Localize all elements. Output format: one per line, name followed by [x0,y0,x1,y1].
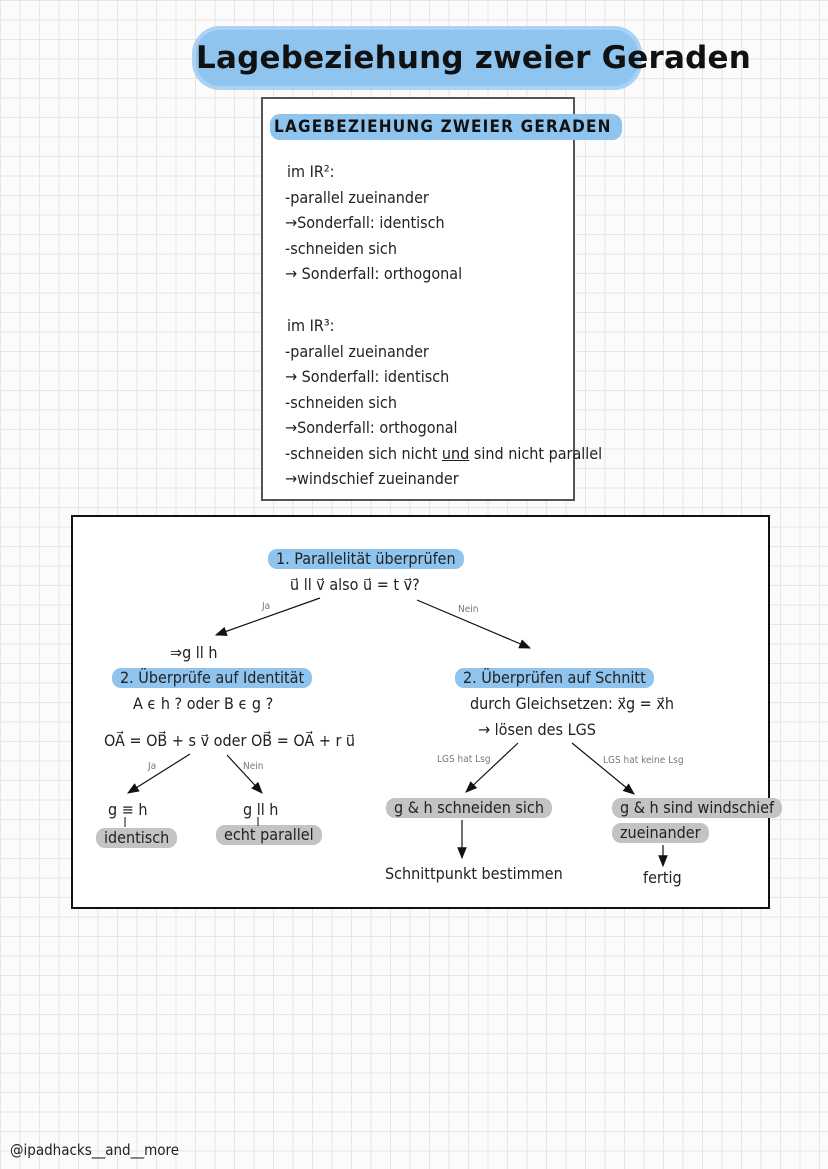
r3-line-3: -schneiden sich [285,393,397,412]
step1-title: 1. Parallelität überprüfen [268,549,464,569]
r3-line-5a: -schneiden sich nicht [285,444,442,463]
ja-label: Ja [262,601,271,612]
summary-box [261,97,575,501]
r3-line-2: → Sonderfall: identisch [285,367,450,386]
right-cond: durch Gleichsetzen: x⃗g = x⃗h [470,694,674,713]
footer-handle: @ipadhacks__and__more [10,1141,180,1159]
r3-line-4: →Sonderfall: orthogonal [285,418,458,437]
branch-lsg: LGS hat Lsg [437,754,491,765]
r3-line-6: →windschief zueinander [285,469,459,488]
r3-line-5: -schneiden sich nicht und sind nicht par… [285,444,602,464]
branch-keine-lsg: LGS hat keine Lsg [603,755,684,766]
r3-label: im IR³: [287,316,335,335]
right-res2-next: fertig [643,868,682,887]
r2-line-3: -schneiden sich [285,239,397,258]
r3-line-1: -parallel zueinander [285,342,429,361]
r2-label: im IR²: [287,162,335,181]
nein-label: Nein [458,604,479,615]
right-title: 2. Überprüfen auf Schnitt [455,668,654,688]
right-res1: g & h schneiden sich [386,798,552,818]
r2-line-2: →Sonderfall: identisch [285,213,445,232]
left-res2-label: echt parallel [216,825,322,845]
page-title: Lagebeziehung zweier Geraden [196,30,751,86]
r2-line-1: -parallel zueinander [285,188,429,207]
left-title: 2. Überprüfe auf Identität [112,668,313,688]
right-res2-b: zueinander [612,823,709,843]
summary-heading: Lagebeziehung zweier Geraden [270,114,622,140]
step1-formula: u⃗ ll v⃗ also u⃗ = t v⃗? [290,575,420,594]
right-lgs: → lösen des LGS [478,720,596,739]
right-res2: g & h sind windschief [612,798,783,818]
left-cond: A ϵ h ? oder B ϵ g ? [133,694,274,713]
r2-line-4: → Sonderfall: orthogonal [285,264,463,283]
r3-line-5-underlined: und [441,444,470,463]
left-res1: g ≡ h [108,800,148,819]
left-eq: OA⃗ = OB⃗ + s v⃗ oder OB⃗ = OA⃗ + r u⃗ [104,731,356,750]
right-res1-next: Schnittpunkt bestimmen [385,864,563,883]
left-nein-label: Nein [243,761,264,772]
left-ja-label: Ja [148,761,157,772]
left-res2: g ll h [243,800,279,819]
left-res1-label: identisch [96,828,178,848]
result-parallel: ⇒g ll h [170,643,218,662]
r3-line-5c: sind nicht parallel [469,444,603,463]
flowchart-box [71,515,770,909]
